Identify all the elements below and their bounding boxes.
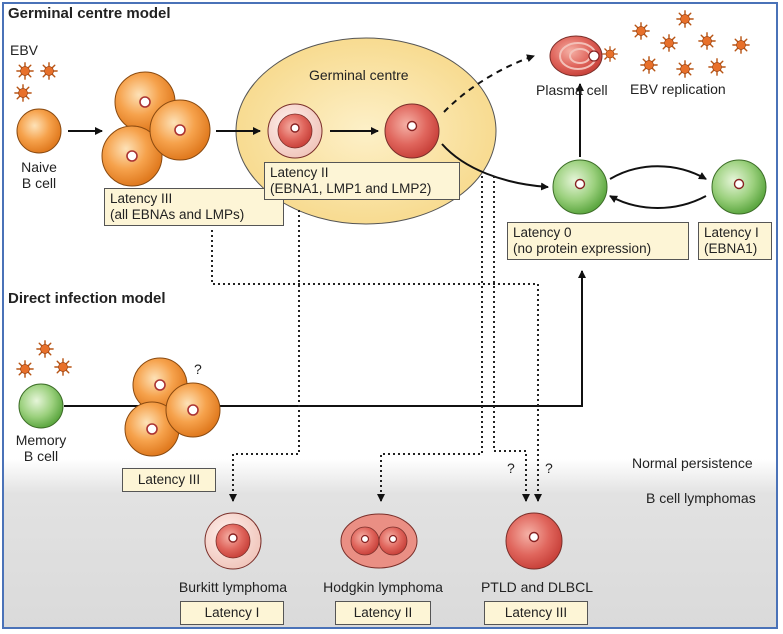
ptld-dlbcl-cell xyxy=(505,512,563,570)
burkitt-lymphoma-cell xyxy=(204,512,262,570)
section-title-germinal-centre-model: Germinal centre model xyxy=(8,5,171,22)
germinal-centre-b-cell xyxy=(267,103,323,159)
plasma-cell-label: Plasma cell xyxy=(536,82,608,98)
ebv-virus-icon xyxy=(16,340,72,378)
ebv-replication-label: EBV replication xyxy=(630,81,726,97)
ptld-latency-box: Latency III xyxy=(484,601,588,625)
plasma-cell xyxy=(549,35,603,77)
naive-b-cell-label: Naive B cell xyxy=(21,159,57,191)
latency-iii-direct-box: Latency III xyxy=(122,468,216,492)
ebv-virus-icon xyxy=(14,62,58,102)
question-mark-label: ? xyxy=(507,460,515,476)
question-mark-label: ? xyxy=(194,361,202,377)
hodgkin-lymphoma-cell xyxy=(340,513,418,569)
ptld-dlbcl-label: PTLD and DLBCL xyxy=(480,579,594,595)
hodgkin-lymphoma-label: Hodgkin lymphoma xyxy=(323,579,443,595)
memory-b-cell-label: Memory B cell xyxy=(15,432,67,464)
infected-memory-b-cell-cluster xyxy=(124,357,221,457)
ebv-replication-virus-icon xyxy=(602,10,750,78)
latency-i-memory-b-cell xyxy=(711,159,767,215)
ebv-label: EBV xyxy=(10,42,39,58)
diagram-canvas xyxy=(14,10,767,570)
burkitt-lymphoma-label: Burkitt lymphoma xyxy=(178,579,288,595)
memory-b-cell xyxy=(18,383,64,429)
naive-b-cell xyxy=(16,108,62,154)
germinal-centre-label: Germinal centre xyxy=(309,67,409,83)
zone-label-normal-persistence: Normal persistence xyxy=(632,455,753,471)
latency-i-box: Latency I (EBNA1) xyxy=(698,222,772,260)
hodgkin-latency-box: Latency II xyxy=(335,601,431,625)
zone-label-b-cell-lymphomas: B cell lymphomas xyxy=(646,490,756,506)
burkitt-latency-box: Latency I xyxy=(180,601,284,625)
question-mark-label: ? xyxy=(545,460,553,476)
latency-0-memory-b-cell xyxy=(552,159,608,215)
latency-iii-box: Latency III (all EBNAs and LMPs) xyxy=(104,188,284,226)
proliferating-b-cell-cluster xyxy=(101,71,211,187)
latency-ii-box: Latency II (EBNA1, LMP1 and LMP2) xyxy=(264,162,460,200)
latency-0-box: Latency 0 (no protein expression) xyxy=(507,222,689,260)
section-title-direct-infection-model: Direct infection model xyxy=(8,290,166,307)
germinal-centre-b-cell xyxy=(384,103,440,159)
